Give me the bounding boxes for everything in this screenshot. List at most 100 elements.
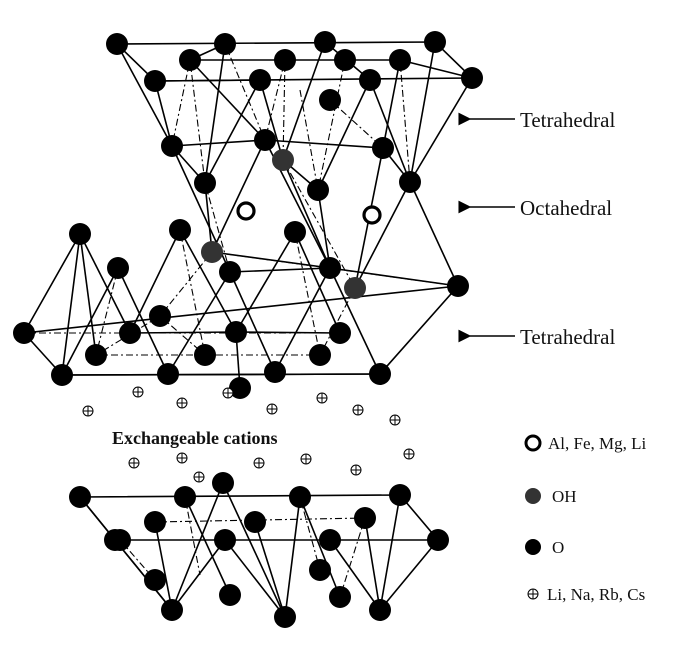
oxygen-atom <box>85 344 107 366</box>
oxygen-atom <box>69 223 91 245</box>
oxygen-atom <box>119 322 141 344</box>
layer-label-octahedral: Octahedral <box>458 196 612 220</box>
legend-item-oxygen: O <box>525 538 564 557</box>
oxygen-atom <box>334 49 356 71</box>
legend-label: OH <box>552 487 577 506</box>
oxygen-atom <box>109 529 131 551</box>
label-octahedral: Octahedral <box>520 196 612 220</box>
exchangeable-cation-atom <box>253 457 265 469</box>
oxygen-atom <box>399 171 421 193</box>
legend-item-hydroxyl: OH <box>525 487 577 506</box>
oxygen-atom <box>229 377 251 399</box>
layer-label-bottom-tetrahedral: Tetrahedral <box>458 325 615 349</box>
exchangeable-cation-atom <box>128 457 140 469</box>
legend-label: Al, Fe, Mg, Li <box>548 434 647 453</box>
oxygen-atom <box>214 529 236 551</box>
exchangeable-cation-atom <box>193 471 205 483</box>
legend: Al, Fe, Mg, Li OH O Li, Na, Rb, Cs <box>524 434 647 604</box>
oxygen-atom <box>319 529 341 551</box>
exchangeable-cation-atom <box>350 464 362 476</box>
oxygen-atom <box>254 129 276 151</box>
exchangeable-cation-atom <box>132 386 144 398</box>
oxygen-atom <box>169 219 191 241</box>
octahedral-cation-atoms <box>236 201 382 225</box>
oxygen-atom <box>219 584 241 606</box>
label-top-tetrahedral: Tetrahedral <box>520 108 615 132</box>
exchangeable-cation-atom <box>222 387 234 399</box>
oxygen-atom <box>289 486 311 508</box>
oxygen-atom <box>157 363 179 385</box>
oxygen-atom <box>447 275 469 297</box>
hydroxyl-atom <box>344 277 366 299</box>
lower-layer-sheet <box>78 482 440 618</box>
oxygen-atom <box>107 257 129 279</box>
exchangeable-cation-atom <box>82 405 94 417</box>
dark-gray-circle-icon <box>525 488 541 504</box>
oxygen-atom <box>284 221 306 243</box>
oxygen-atom <box>194 172 216 194</box>
oxygen-atom <box>264 361 286 383</box>
top-tetrahedral-dashed-edges <box>171 43 411 191</box>
oxygen-atom <box>309 344 331 366</box>
exchangeable-cation-atom <box>389 414 401 426</box>
oxygen-atom <box>424 31 446 53</box>
oxygen-atom <box>179 49 201 71</box>
oxygen-atom <box>51 364 73 386</box>
hydroxyl-atoms <box>201 149 366 299</box>
oxygen-atom <box>214 33 236 55</box>
oxygen-atom <box>369 599 391 621</box>
layer-label-top-tetrahedral: Tetrahedral <box>458 108 615 132</box>
exchangeable-cation-atom <box>266 403 278 415</box>
oxygen-atom <box>149 305 171 327</box>
oxygen-atom <box>106 33 128 55</box>
oxygen-atom <box>329 322 351 344</box>
exchangeable-cation-atom <box>176 452 188 464</box>
oxygen-atom <box>274 606 296 628</box>
oxygen-atom <box>309 559 331 581</box>
oxygen-atom <box>389 49 411 71</box>
black-circle-icon <box>525 539 541 555</box>
legend-label: Li, Na, Rb, Cs <box>547 585 645 604</box>
oxygen-atom <box>274 49 296 71</box>
hydroxyl-atom <box>272 149 294 171</box>
legend-label: O <box>552 538 564 557</box>
legend-item-octahedral-cations: Al, Fe, Mg, Li <box>524 434 647 453</box>
oxygen-atom <box>212 472 234 494</box>
octahedral-cation-atom <box>362 205 382 225</box>
exchangeable-cation-atom <box>176 397 188 409</box>
oxygen-atom <box>13 322 35 344</box>
oxygen-atom <box>307 179 329 201</box>
oxygen-atom <box>369 363 391 385</box>
oxygen-atoms <box>13 31 483 628</box>
oxygen-atom <box>69 486 91 508</box>
oxygen-atom <box>319 89 341 111</box>
hydroxyl-atom <box>201 241 223 263</box>
oxygen-atom <box>219 261 241 283</box>
oxygen-atom <box>225 321 247 343</box>
oxygen-atom <box>174 486 196 508</box>
oxygen-atom <box>329 586 351 608</box>
exchangeable-cation-atom <box>352 404 364 416</box>
octahedral-sheet <box>171 139 459 289</box>
exchangeable-cation-atoms <box>82 386 415 483</box>
oxygen-atom <box>389 484 411 506</box>
oxygen-atom <box>144 569 166 591</box>
oxygen-atom <box>319 257 341 279</box>
exchangeable-cations-label: Exchangeable cations <box>112 428 278 448</box>
oxygen-atom <box>244 511 266 533</box>
exchangeable-cation-atom <box>316 392 328 404</box>
exchangeable-cation-atom <box>403 448 415 460</box>
oxygen-atom <box>359 69 381 91</box>
open-circle-icon <box>524 434 542 452</box>
oxygen-atom <box>427 529 449 551</box>
oxygen-atom <box>249 69 271 91</box>
oxygen-atom <box>161 135 183 157</box>
oxygen-atom <box>144 70 166 92</box>
oxygen-atom <box>161 599 183 621</box>
oxygen-atom <box>144 511 166 533</box>
bottom-tetrahedral-sheet <box>22 229 460 389</box>
oxygen-atom <box>354 507 376 529</box>
oxygen-atom <box>314 31 336 53</box>
